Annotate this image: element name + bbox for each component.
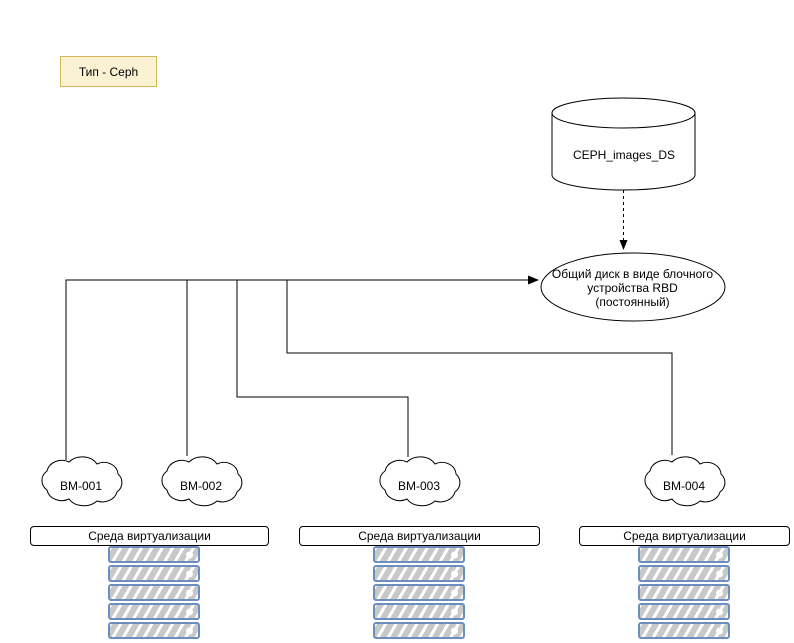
connector-vm-001 xyxy=(65,279,400,460)
legend-label: Тип - Ceph xyxy=(78,64,139,79)
vm-cloud-001 xyxy=(41,456,123,507)
shared-disk-ellipse xyxy=(540,252,726,322)
server-rack-unit xyxy=(373,546,465,563)
vm-cloud-002 xyxy=(161,456,243,507)
server-led-icon xyxy=(451,570,458,577)
server-rack-unit xyxy=(108,622,200,639)
server-rack-unit xyxy=(373,603,465,620)
server-led-icon xyxy=(451,608,458,615)
server-led-icon xyxy=(186,608,193,615)
environment-bar-3: Среда виртуализации xyxy=(579,526,790,546)
connector-vm-004 xyxy=(286,280,673,455)
server-led-icon xyxy=(186,570,193,577)
server-rack-unit xyxy=(638,622,730,639)
server-rack-unit xyxy=(108,546,200,563)
environment-label: Среда виртуализации xyxy=(623,529,746,543)
server-led-icon xyxy=(186,589,193,596)
server-led-icon xyxy=(716,570,723,577)
environment-bar-2: Среда виртуализации xyxy=(299,526,540,546)
server-rack-2 xyxy=(373,546,465,641)
server-rack-unit xyxy=(108,603,200,620)
datastore-label: CEPH_images_DS xyxy=(572,148,676,162)
vm-label-001: ВМ-001 xyxy=(59,479,103,493)
server-led-icon xyxy=(186,627,193,634)
connector-vm-003 xyxy=(236,280,409,457)
server-led-icon xyxy=(716,551,723,558)
environment-label: Среда виртуализации xyxy=(88,529,211,543)
ceph-datastore-cylinder xyxy=(551,97,696,191)
server-led-icon xyxy=(716,608,723,615)
server-rack-unit xyxy=(638,565,730,582)
environment-label: Среда виртуализации xyxy=(358,529,481,543)
server-rack-unit xyxy=(108,584,200,601)
server-led-icon xyxy=(716,627,723,634)
server-rack-unit xyxy=(373,565,465,582)
shared-disk-label: Общий диск в виде блочного устройства RB… xyxy=(551,267,714,309)
vm-label-004: ВМ-004 xyxy=(662,479,706,493)
server-rack-1 xyxy=(108,546,200,641)
server-rack-unit xyxy=(638,603,730,620)
vm-label-003: ВМ-003 xyxy=(397,479,441,493)
server-rack-unit xyxy=(638,546,730,563)
server-rack-unit xyxy=(108,565,200,582)
server-led-icon xyxy=(451,551,458,558)
server-rack-3 xyxy=(638,546,730,641)
server-rack-unit xyxy=(373,622,465,639)
environment-bar-1: Среда виртуализации xyxy=(30,526,269,546)
server-led-icon xyxy=(186,551,193,558)
server-led-icon xyxy=(451,627,458,634)
vm-cloud-004 xyxy=(644,456,726,507)
vm-cloud-003 xyxy=(379,456,461,507)
vm-label-002: ВМ-002 xyxy=(179,479,223,493)
server-rack-unit xyxy=(638,584,730,601)
server-rack-unit xyxy=(373,584,465,601)
legend-type-ceph: Тип - Ceph xyxy=(60,56,157,87)
server-led-icon xyxy=(716,589,723,596)
server-led-icon xyxy=(451,589,458,596)
